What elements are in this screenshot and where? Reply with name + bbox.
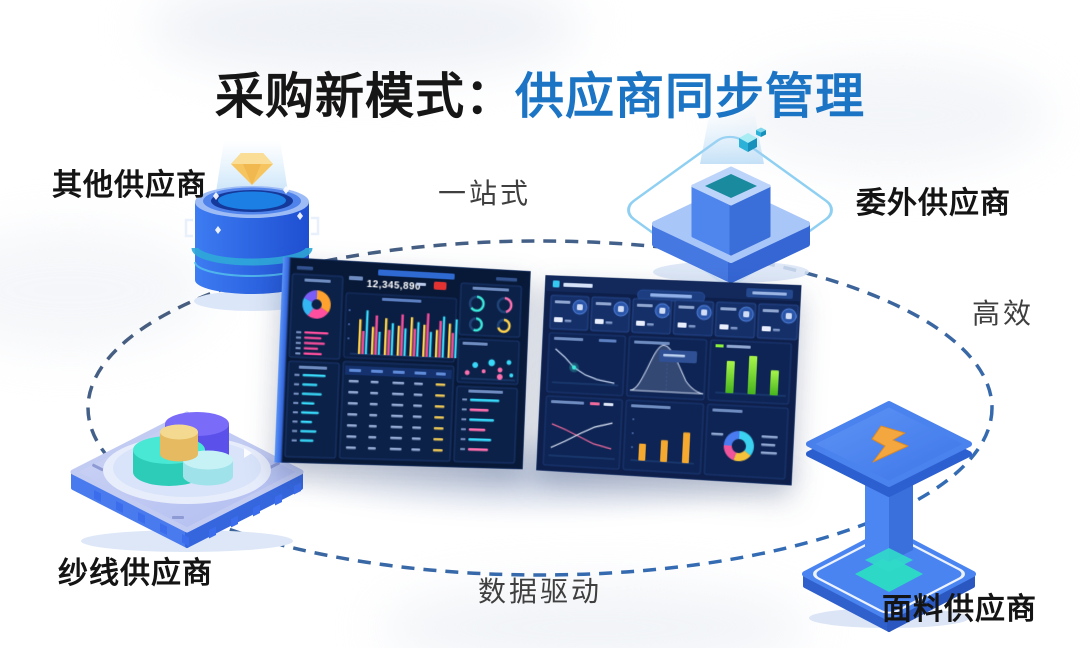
panel-orange-bars: [623, 400, 704, 474]
panel-donut: [704, 404, 788, 479]
logo-icon: [552, 280, 560, 288]
panel-green-bars: [708, 340, 792, 404]
panel-cyan-ranking: [285, 361, 340, 458]
keyword-one-stop: 一站式: [438, 178, 532, 209]
dashboard-screen-left: 12,345,890: [274, 256, 531, 470]
node-label-fabric-supplier: 面料供应商: [882, 593, 1037, 626]
page-title: 采购新模式：供应商同步管理: [0, 57, 1080, 128]
outsourced-supplier-illustration: [627, 110, 833, 285]
column: [865, 480, 913, 572]
headline-value: 12,345,890: [366, 279, 421, 293]
node-label-outsourced-supplier: 委外供应商: [856, 187, 1011, 220]
node-label-yarn-supplier: 纱线供应商: [58, 557, 213, 590]
floating-cube-icon: [739, 127, 766, 152]
title-highlight: 供应商同步管理: [515, 69, 866, 124]
background-cloud: [150, 0, 580, 75]
panel-scatter: [457, 338, 519, 384]
background-cloud: [730, 60, 1050, 170]
panel-line-chart: [547, 333, 626, 396]
panel-gauges: [459, 283, 522, 337]
keyword-data-driven: 数据驱动: [478, 576, 603, 607]
rim-handle: [311, 216, 320, 236]
alert-badge: [433, 281, 447, 291]
other-supplier-illustration: [184, 140, 320, 311]
teal-pad: [855, 556, 923, 592]
pie-3d-icon: [133, 412, 233, 486]
lightning-icon: [871, 425, 909, 463]
base-outline: [813, 534, 965, 614]
header-button: [746, 288, 794, 299]
dashboard-screen-right: [536, 275, 802, 486]
panel-mixed-bars: [454, 386, 518, 463]
keyword-efficiency: 高效: [972, 298, 1035, 329]
panel-data-table: [339, 361, 453, 461]
headline-kpi: 12,345,890: [348, 275, 447, 293]
cube-icon: [691, 166, 771, 256]
chip-pins: [94, 482, 301, 546]
panel-area-chart: [627, 336, 707, 400]
sparkles: [213, 186, 303, 234]
orange-bar-chart: [638, 432, 691, 464]
node-label-other-supplier: 其他供应商: [52, 169, 207, 202]
background-cloud: [380, 585, 810, 648]
panel-dual-lines: [543, 396, 622, 469]
yarn-supplier-illustration: [70, 411, 304, 552]
diamond-gem-icon: [231, 153, 273, 185]
title-prefix: 采购新模式：: [214, 69, 515, 124]
panel-pie-and-ranking: [289, 274, 343, 359]
kpi-card-row: [550, 295, 799, 340]
cursor-icon: [244, 448, 252, 458]
dashboard-title-bar: [378, 269, 455, 280]
panel-grouped-bars: [344, 293, 459, 362]
fabric-supplier-illustration: [802, 401, 976, 632]
rim-handle: [184, 218, 193, 238]
chip-marks: [92, 461, 280, 519]
